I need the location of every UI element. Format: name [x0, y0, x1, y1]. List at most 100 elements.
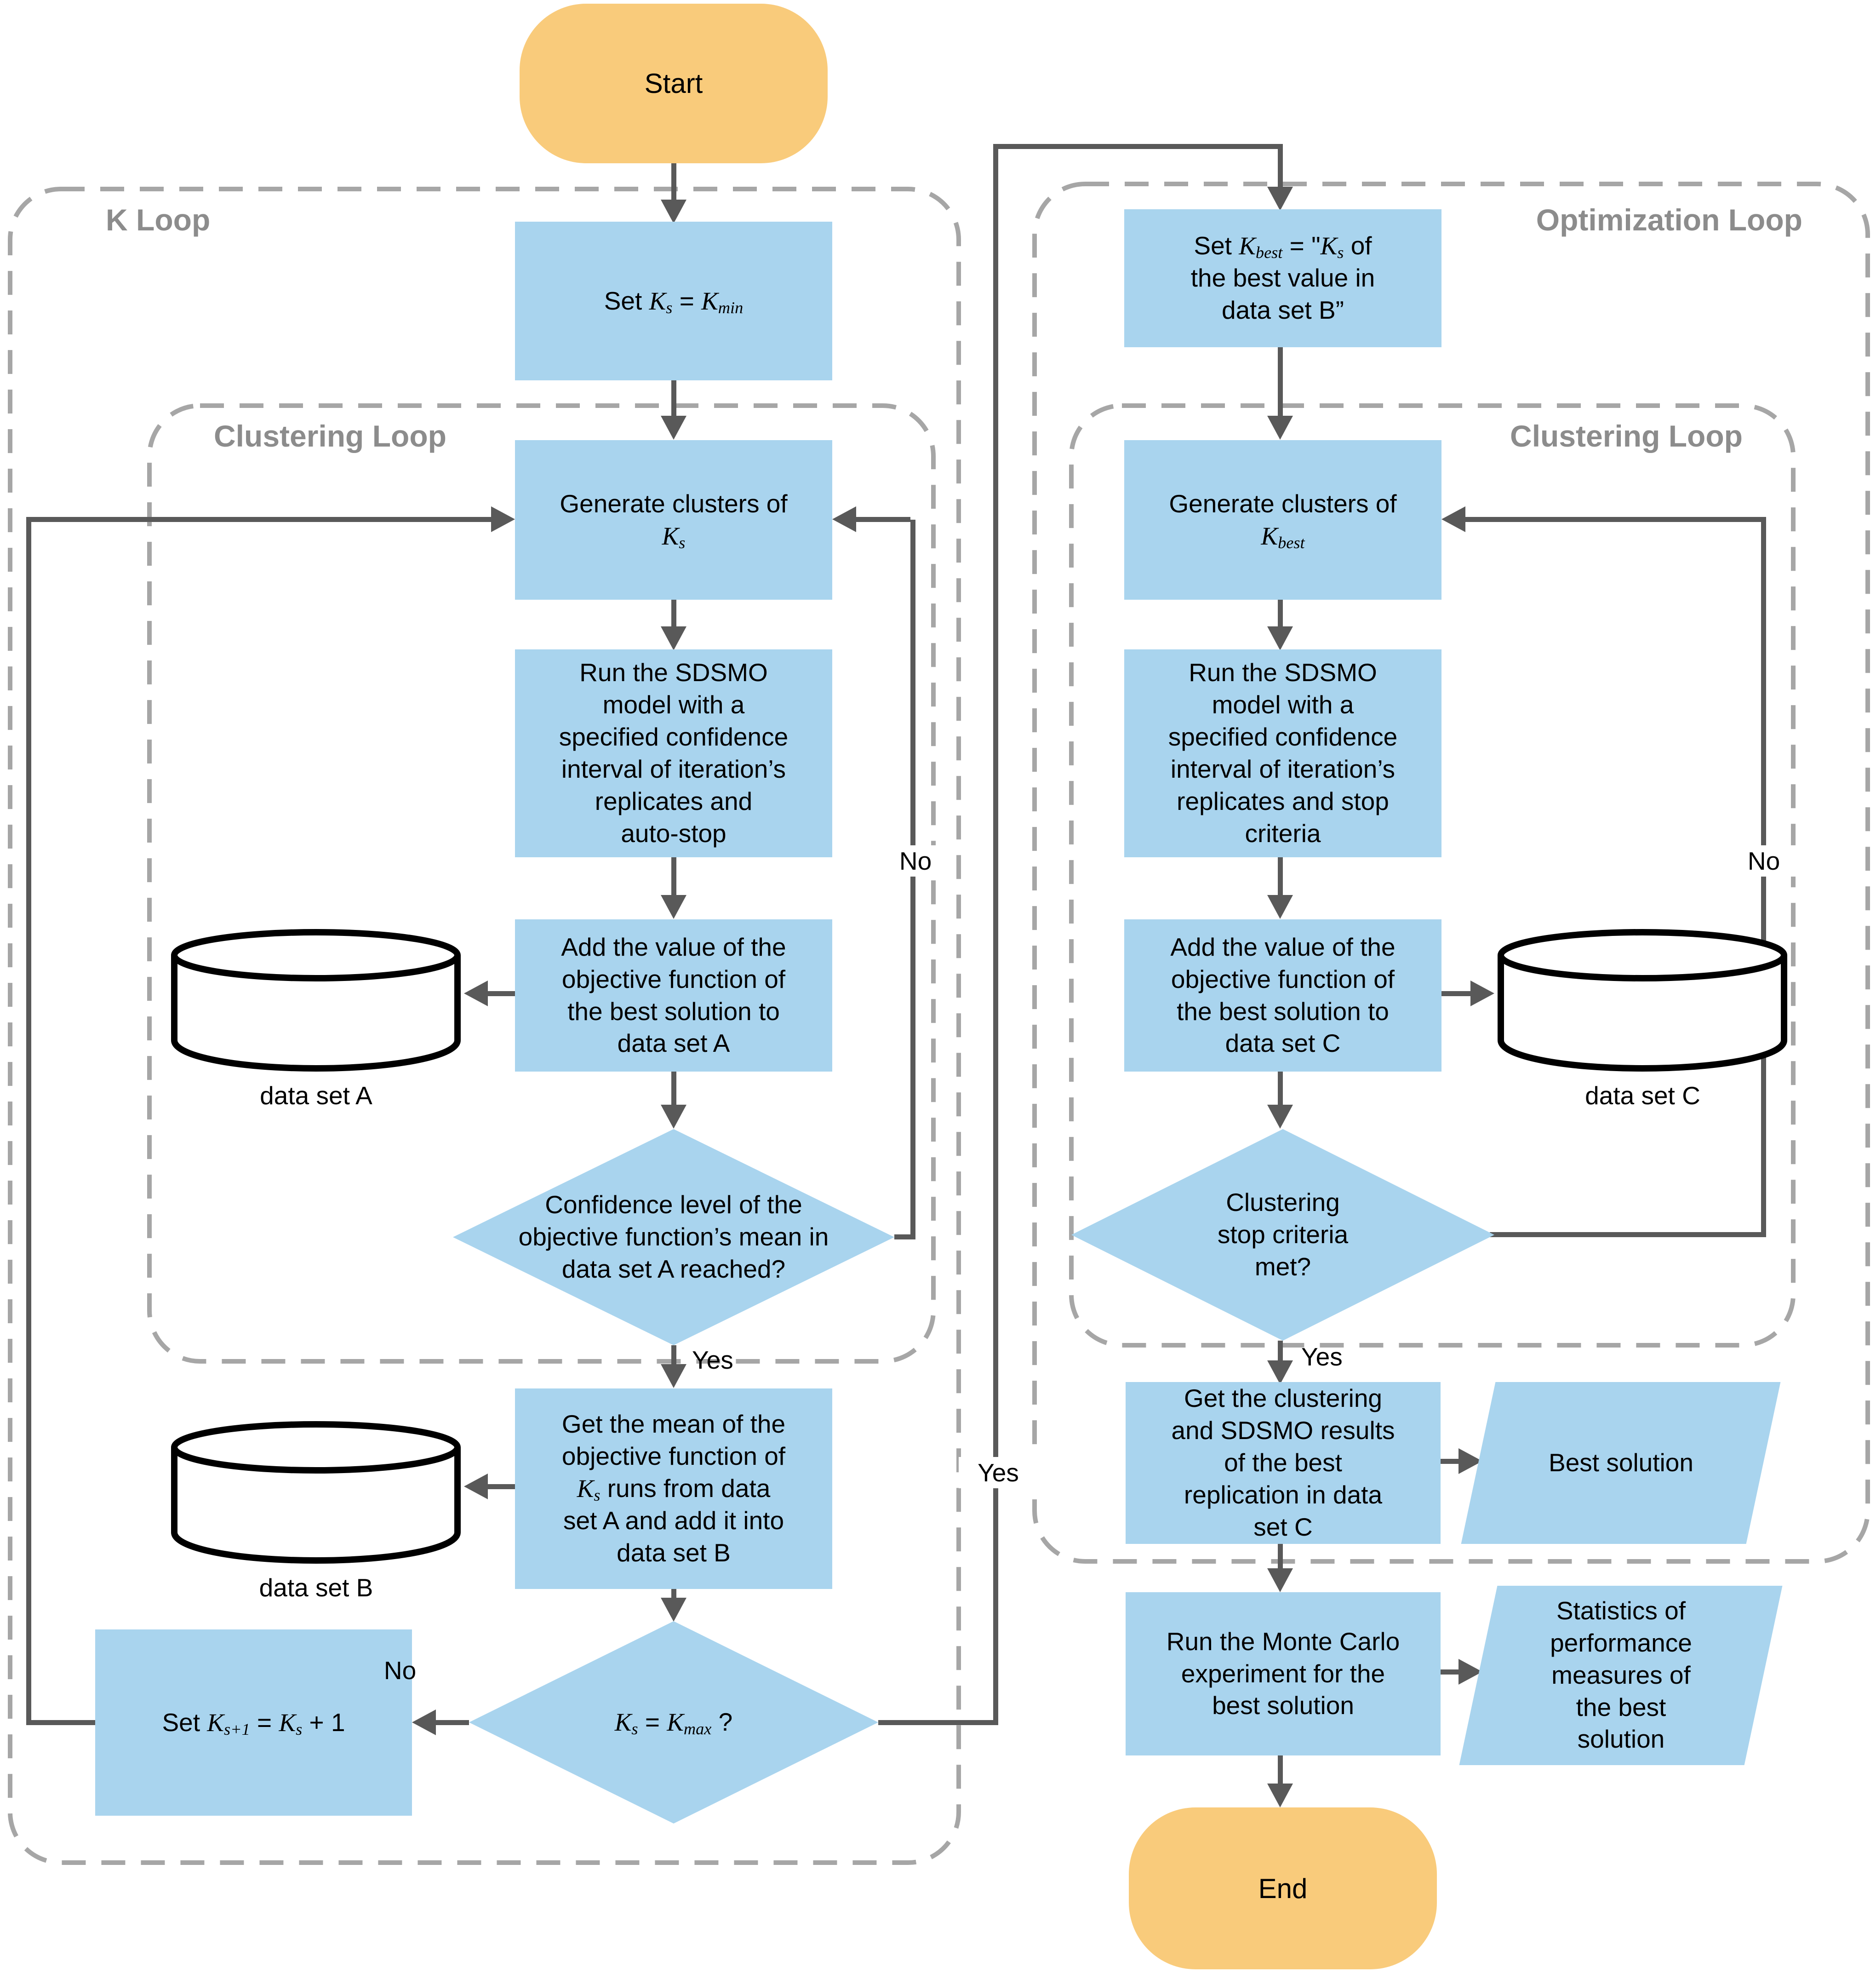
text-segment: measures of [1551, 1661, 1691, 1690]
k-loop-border [8, 187, 961, 1865]
output-best-solution: Best solution [1461, 1382, 1781, 1544]
arrowhead-down-icon [1267, 187, 1293, 211]
text-segment: the best solution to [567, 997, 780, 1026]
arrowhead-down-icon [661, 1364, 686, 1388]
datastore-b-cylinder-icon [171, 1421, 461, 1564]
edge-kmax-yes [878, 1720, 998, 1725]
text-segment: the best solution to [1177, 997, 1389, 1026]
text-segment: auto-stop [621, 819, 726, 848]
edge-kloop-return [29, 1720, 95, 1725]
arrowhead-down-icon [1267, 1784, 1293, 1807]
arrowhead-down-icon [1267, 416, 1293, 440]
text-segment: Statistics of [1556, 1596, 1686, 1625]
node-end: End [1129, 1807, 1437, 1969]
text-segment: Set [162, 1708, 207, 1737]
node-set-ks-next: Set Ks+1 = Ks + 1 [95, 1629, 412, 1816]
text-segment: s [666, 298, 673, 317]
text-segment: s [594, 1486, 601, 1505]
text-segment: Run the SDSMO [579, 658, 768, 687]
arrowhead-down-icon [1267, 1105, 1293, 1129]
text-segment: Run the Monte Carlo [1166, 1627, 1400, 1656]
decision-stop-shape [1071, 1129, 1494, 1341]
text-segment: Set [1194, 231, 1239, 260]
edge-runsdsmo-addc [1278, 857, 1283, 898]
decision-kmax-shape [469, 1621, 878, 1824]
edge-genks-runsdsmo [671, 600, 676, 629]
text-segment: min [718, 298, 744, 317]
edge-kmax-no [434, 1720, 469, 1725]
rich-text: Ks = Kmax ? [615, 1706, 733, 1738]
text-segment: and SDSMO results [1171, 1416, 1395, 1445]
text-segment: replicates and [595, 786, 753, 815]
edge-label-stop-no: No [1724, 845, 1803, 877]
output-best-solution-label: Best solution [1549, 1447, 1693, 1479]
edge-stop-yes [1278, 1341, 1283, 1362]
text-segment: of [1344, 231, 1372, 260]
text-segment: K [1320, 232, 1338, 260]
text-segment: replication in data [1184, 1480, 1383, 1509]
edge-conf-no [894, 1234, 915, 1239]
text-segment: objective function of [561, 964, 786, 993]
arrowhead-down-icon [1267, 1568, 1293, 1592]
text-segment: model with a [1212, 690, 1354, 719]
text-segment: K [667, 1708, 684, 1737]
text-segment: replicates and stop [1177, 786, 1389, 815]
edge-label-kmax-yes: Yes [959, 1457, 1038, 1488]
edge-adda-confcheck [671, 1072, 676, 1107]
text-segment: specified confidence [559, 723, 789, 751]
text-segment: data set A [617, 1029, 730, 1058]
edge-adda-dataseta [486, 991, 515, 996]
arrowhead-right-icon [491, 506, 515, 532]
node-start: Start [520, 4, 828, 163]
edge-kmax-yes [1278, 144, 1283, 189]
text-segment: K [207, 1708, 224, 1737]
text-segment: set C [1253, 1512, 1313, 1541]
edge-label-stop-yes: Yes [1301, 1342, 1343, 1371]
text-segment: K [1261, 522, 1278, 550]
edge-getresults-bestsolution [1441, 1459, 1460, 1464]
arrowhead-down-icon [661, 1105, 686, 1129]
text-segment: Set [604, 286, 649, 315]
text-segment: K [614, 1708, 632, 1737]
arrowhead-down-icon [661, 895, 686, 919]
edge-kloop-return [26, 517, 495, 522]
arrowhead-down-icon [1267, 1360, 1293, 1384]
text-segment: best [1278, 533, 1305, 552]
edge-setks-genks [671, 380, 676, 419]
edge-kloop-return [26, 517, 31, 1725]
text-segment: = [672, 286, 702, 315]
text-segment: Add the value of the [1170, 932, 1396, 961]
edge-stop-no [1761, 520, 1766, 1237]
text-segment: met? [1254, 1252, 1311, 1281]
edge-label-kmax-no: No [383, 1656, 417, 1685]
text-segment: s [679, 533, 686, 552]
text-segment: data set C [1225, 1029, 1341, 1058]
text-segment: the best value in [1190, 264, 1375, 293]
text-segment: max [683, 1720, 712, 1738]
decision-confidence-shape [453, 1129, 894, 1345]
edge-getresults-montecarlo [1278, 1544, 1283, 1570]
datastore-c-label: data set C [1585, 1081, 1700, 1110]
datastore-a-label: data set A [260, 1081, 372, 1110]
text-segment: + 1 [302, 1708, 345, 1737]
clustering-loop-right-label: Clustering Loop [1510, 419, 1743, 453]
text-segment: ? [711, 1708, 733, 1737]
text-segment: s [296, 1720, 303, 1738]
text-segment: K [1239, 232, 1256, 260]
node-set-ks: Set Ks = Kmin [515, 222, 832, 380]
text-segment: Generate clusters of [560, 489, 788, 518]
edge-conf-yes [671, 1345, 676, 1367]
